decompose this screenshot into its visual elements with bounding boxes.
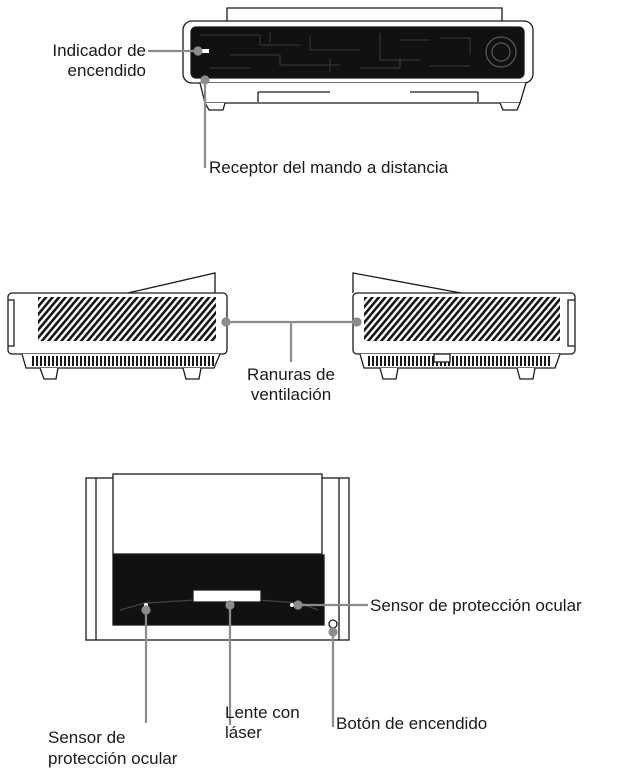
- label-eye-sensor-right: Sensor de protección ocular: [370, 596, 582, 615]
- lens-view: [85, 473, 350, 641]
- right-vent-grille: [364, 297, 560, 341]
- laser-lens: [192, 589, 262, 603]
- label-laser-lens-line2: láser: [225, 723, 262, 742]
- callouts-vents: [221, 317, 362, 362]
- label-power-button: Botón de encendido: [336, 714, 488, 733]
- label-power-indicator-line1: Indicador de: [52, 41, 146, 60]
- label-ir-receiver: Receptor del mando a distancia: [209, 158, 449, 177]
- left-vent-grille: [38, 297, 216, 341]
- label-eye-sensor-left-line2: protección ocular: [48, 749, 178, 768]
- left-side-view: [7, 272, 228, 380]
- callouts-lens: [141, 600, 368, 727]
- label-power-indicator-line2: encendido: [67, 61, 146, 80]
- front-knob: [485, 36, 517, 68]
- left-bottom-vent: [32, 356, 214, 366]
- right-bottom-vent: [367, 356, 551, 366]
- front-panel: [190, 26, 525, 79]
- label-eye-sensor-left-line1: Sensor de: [48, 728, 126, 747]
- front-view: [182, 7, 534, 111]
- power-button: [328, 619, 338, 629]
- callouts-top: [148, 46, 210, 168]
- label-laser-lens-line1: Lente con: [225, 703, 300, 722]
- eye-sensor-right: [290, 603, 294, 607]
- label-vents-line1: Ranuras de: [247, 365, 335, 384]
- right-side-view: [352, 272, 576, 380]
- front-texture: [200, 32, 471, 72]
- label-vents-line2: ventilación: [250, 385, 332, 404]
